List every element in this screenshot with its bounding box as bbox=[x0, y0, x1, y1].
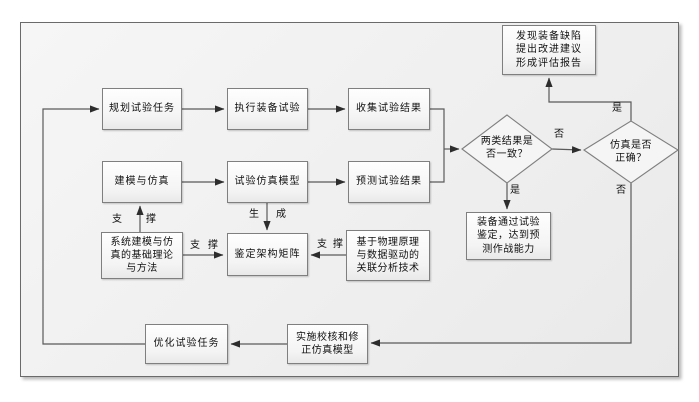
box-label: 预测试验结果 bbox=[356, 176, 422, 188]
branch-label-yes-2: 是 bbox=[612, 103, 622, 114]
label-support-right: 支 撑 bbox=[190, 241, 218, 251]
decision-sim-correct: 仿真是否 正确？ bbox=[588, 139, 674, 165]
label-char: 支 bbox=[190, 240, 200, 251]
box-plan-test-task: 规划试验任务 bbox=[102, 88, 182, 130]
decision-label: 正确？ bbox=[615, 153, 647, 164]
connector-optimize-to-plan-loop bbox=[42, 105, 145, 345]
box-modeling-theory: 系统建模与仿 真的基础理论 与方法 bbox=[101, 232, 183, 279]
label-char: 成 bbox=[276, 209, 286, 220]
box-label: 建模与仿真 bbox=[114, 176, 170, 188]
box-label: 收集试验结果 bbox=[356, 103, 422, 115]
decision-results-match-shape bbox=[461, 114, 553, 184]
branch-label-yes-1: 是 bbox=[510, 185, 520, 196]
box-predict-test-results: 预测试验结果 bbox=[348, 161, 430, 203]
box-label: 形成评估报告 bbox=[516, 57, 582, 69]
box-modeling-and-simulation: 建模与仿真 bbox=[102, 161, 182, 203]
decision-label: 两类结果是 bbox=[480, 136, 534, 147]
box-label: 与数据驱动的 bbox=[356, 249, 420, 261]
label-support-left: 支 撑 bbox=[317, 240, 343, 250]
box-label: 实施校核和修 bbox=[296, 331, 359, 343]
box-collect-test-results: 收集试验结果 bbox=[348, 88, 430, 130]
label-char: 支 bbox=[317, 239, 327, 250]
decision-label: 仿真是否 bbox=[610, 140, 652, 151]
box-defect-report: 发现装备缺陷 提出改进建议 形成评估报告 bbox=[502, 25, 596, 75]
connector-decision2-no-to-revise bbox=[370, 183, 632, 347]
label-char: 撑 bbox=[333, 239, 343, 250]
decision-label: 否一致？ bbox=[486, 149, 528, 160]
box-pass-evaluation: 装备通过试验 鉴定，达到预 测作战能力 bbox=[466, 212, 551, 260]
box-label: 装备通过试验 bbox=[477, 217, 540, 229]
connector-results-merge bbox=[430, 108, 445, 183]
label-char: 生 bbox=[249, 209, 259, 220]
label-generate: 生 成 bbox=[249, 210, 286, 220]
connector-decision1-no-to-decision2 bbox=[551, 146, 582, 154]
box-label: 规划试验任务 bbox=[109, 103, 175, 115]
box-label: 执行装备试验 bbox=[234, 103, 301, 115]
box-label: 提出改进建议 bbox=[516, 44, 582, 56]
box-label: 试验仿真模型 bbox=[234, 176, 301, 188]
box-verify-revise-model: 实施校核和修 正仿真模型 bbox=[287, 324, 368, 364]
label-char: 支 bbox=[112, 214, 122, 225]
decision-sim-correct-shape bbox=[583, 120, 679, 184]
box-label: 鉴定架构矩阵 bbox=[234, 248, 301, 260]
branch-label-no-1: 否 bbox=[554, 129, 564, 140]
box-test-simulation-model: 试验仿真模型 bbox=[227, 161, 308, 203]
box-physics-data-analysis: 基于物理原理 与数据驱动的 关联分析技术 bbox=[346, 230, 430, 281]
label-support-up: 支 撑 bbox=[112, 215, 156, 225]
box-label: 优化试验任务 bbox=[153, 338, 220, 350]
box-label: 鉴定，达到预 bbox=[477, 230, 540, 242]
label-char: 撑 bbox=[208, 240, 218, 251]
connector-decision2-yes-to-report bbox=[545, 77, 632, 121]
box-label: 与方法 bbox=[126, 263, 158, 275]
box-label: 基于物理原理 bbox=[356, 236, 420, 248]
box-execute-equipment-test: 执行装备试验 bbox=[227, 88, 308, 130]
box-label: 发现装备缺陷 bbox=[516, 31, 582, 43]
box-optimize-test-task: 优化试验任务 bbox=[145, 324, 228, 364]
decision-results-match: 两类结果是 否一致？ bbox=[464, 135, 550, 161]
box-evaluation-architecture-matrix: 鉴定架构矩阵 bbox=[227, 233, 308, 276]
branch-label-no-2: 否 bbox=[616, 185, 626, 196]
box-label: 正仿真模型 bbox=[301, 345, 354, 356]
box-label: 关联分析技术 bbox=[356, 263, 420, 275]
label-char: 撑 bbox=[146, 214, 156, 225]
box-label: 系统建模与仿 bbox=[110, 236, 174, 248]
box-label: 测作战能力 bbox=[482, 243, 535, 255]
box-label: 真的基础理论 bbox=[110, 249, 174, 261]
